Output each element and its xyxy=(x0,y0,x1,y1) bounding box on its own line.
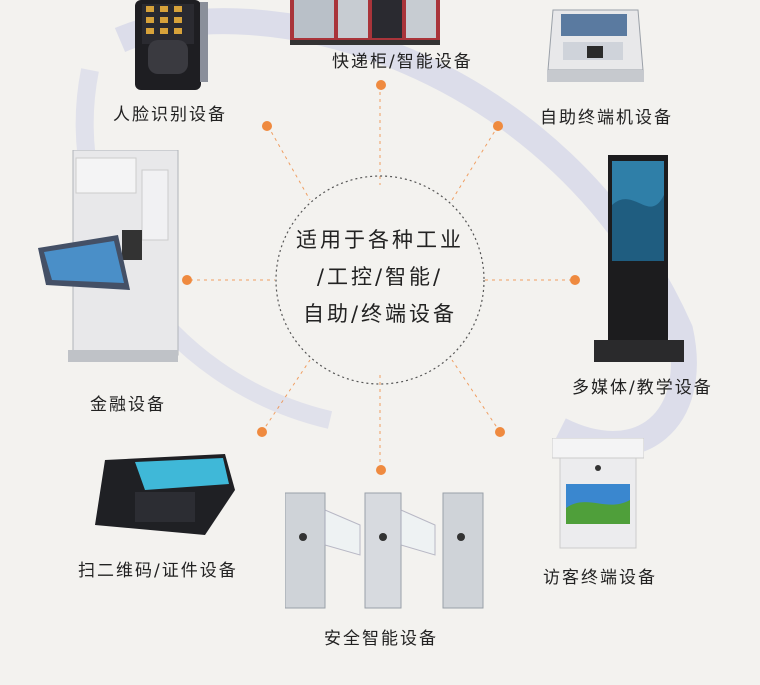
label-self-service: 自助终端机设备 xyxy=(540,108,673,128)
connector-dot-top xyxy=(376,80,386,90)
multimedia-totem-image xyxy=(594,155,684,362)
connector-dot-top-right xyxy=(493,121,503,131)
scanner-device-image xyxy=(95,454,235,535)
connector-dot-bottom-left xyxy=(257,427,267,437)
security-turnstile-image xyxy=(285,492,484,609)
connector-dot-bottom-right xyxy=(495,427,505,437)
center-line-1: 适用于各种工业 xyxy=(296,228,464,252)
visitor-terminal-image xyxy=(552,438,644,549)
self-service-terminal-image xyxy=(547,9,644,82)
finance-kiosk-image xyxy=(38,150,179,362)
center-caption: 适用于各种工业 /工控/智能/ 自助/终端设备 xyxy=(280,222,480,333)
label-multimedia: 多媒体/教学设备 xyxy=(572,378,713,398)
connector-dot-top-left xyxy=(262,121,272,131)
connector-dot-left xyxy=(182,275,192,285)
label-visitor: 访客终端设备 xyxy=(543,568,657,588)
connector-dot-right xyxy=(570,275,580,285)
face-recognition-device-image xyxy=(135,0,208,90)
connector-dot-bottom xyxy=(376,465,386,475)
center-line-3: 自助/终端设备 xyxy=(302,302,458,326)
label-scanner: 扫二维码/证件设备 xyxy=(78,561,238,581)
label-security: 安全智能设备 xyxy=(324,629,438,649)
label-face-recognition: 人脸识别设备 xyxy=(113,105,227,125)
express-locker-image xyxy=(290,0,440,45)
label-finance: 金融设备 xyxy=(90,395,166,415)
label-express-locker: 快递柜/智能设备 xyxy=(332,52,473,72)
center-line-2: /工控/智能/ xyxy=(316,265,444,289)
